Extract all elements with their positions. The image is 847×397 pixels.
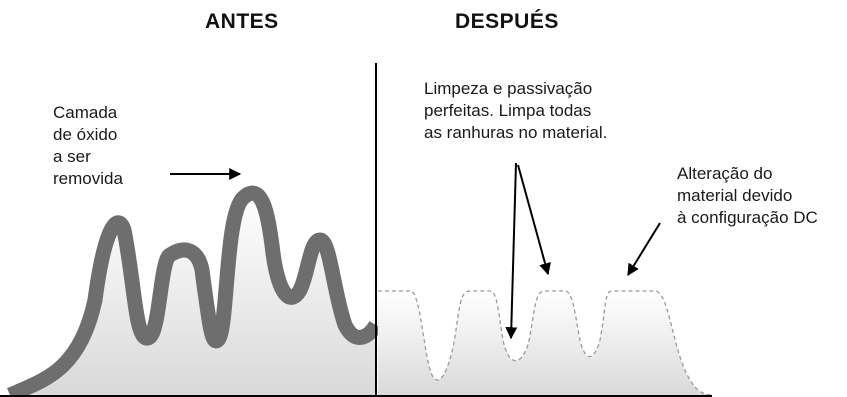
before-surface: [7, 185, 383, 397]
before-material-fill: [10, 193, 376, 397]
heading-after: DESPUÉS: [455, 10, 559, 33]
after-surface: [378, 290, 713, 397]
alteration-arrow: [627, 222, 661, 277]
cleaning-arrow-to-peak: [517, 164, 551, 276]
alteration-label: Alteração do material devido à configura…: [677, 164, 818, 227]
oxide-layer-label: Camada de óxido a ser removida: [53, 103, 123, 188]
heading-before: ANTES: [205, 10, 279, 33]
cleaning-label: Limpeza e passivação perfeitas. Limpa to…: [424, 79, 608, 142]
after-material-fill: [378, 291, 712, 397]
cleaning-arrow-to-groove: [505, 162, 518, 340]
oxide-layer-band: [7, 185, 383, 397]
after-dashed-outline: [378, 290, 713, 396]
